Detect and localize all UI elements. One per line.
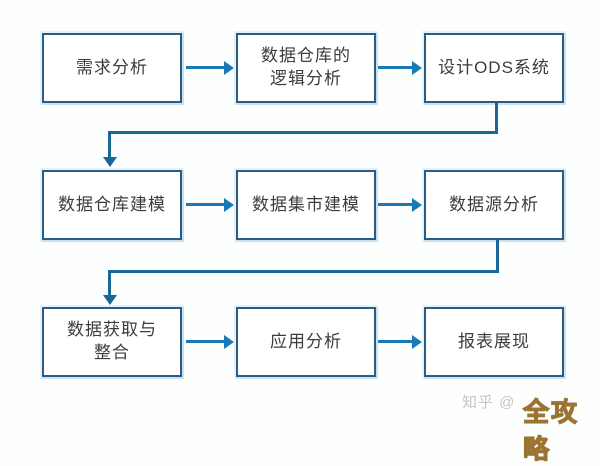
box-label: 数据源分析 [449, 194, 539, 214]
flow-box-dw-logical-analysis: 数据仓库的 逻辑分析 [236, 33, 376, 103]
brand-watermark: 全攻略 [522, 396, 580, 464]
box-label: 报表展现 [458, 331, 530, 351]
flow-box-requirements-analysis: 需求分析 [42, 33, 182, 103]
box-label: 设计ODS系统 [438, 57, 550, 77]
flow-box-data-source-analysis: 数据源分析 [424, 170, 564, 240]
box-label: 数据集市建模 [252, 194, 360, 214]
box-label: 数据获取与 整合 [67, 320, 157, 362]
flowchart-canvas: 需求分析 数据仓库的 逻辑分析 设计ODS系统 数据仓库建模 数据集市建模 数据… [42, 33, 578, 465]
arrow-down-icon [103, 157, 117, 167]
zhihu-watermark: 知乎 @ [462, 394, 516, 411]
flow-box-application-analysis: 应用分析 [236, 307, 376, 377]
arrow-down-icon [103, 295, 117, 305]
flow-box-design-ods-system: 设计ODS系统 [424, 33, 564, 103]
flow-box-dw-modeling: 数据仓库建模 [42, 170, 182, 240]
box-label: 应用分析 [270, 331, 342, 351]
flow-box-data-acquisition-integration: 数据获取与 整合 [42, 307, 182, 377]
box-label: 数据仓库建模 [58, 194, 166, 214]
box-label: 需求分析 [76, 57, 148, 77]
box-label: 数据仓库的 逻辑分析 [261, 46, 351, 88]
flow-box-data-mart-modeling: 数据集市建模 [236, 170, 376, 240]
flow-box-report-presentation: 报表展现 [424, 307, 564, 377]
